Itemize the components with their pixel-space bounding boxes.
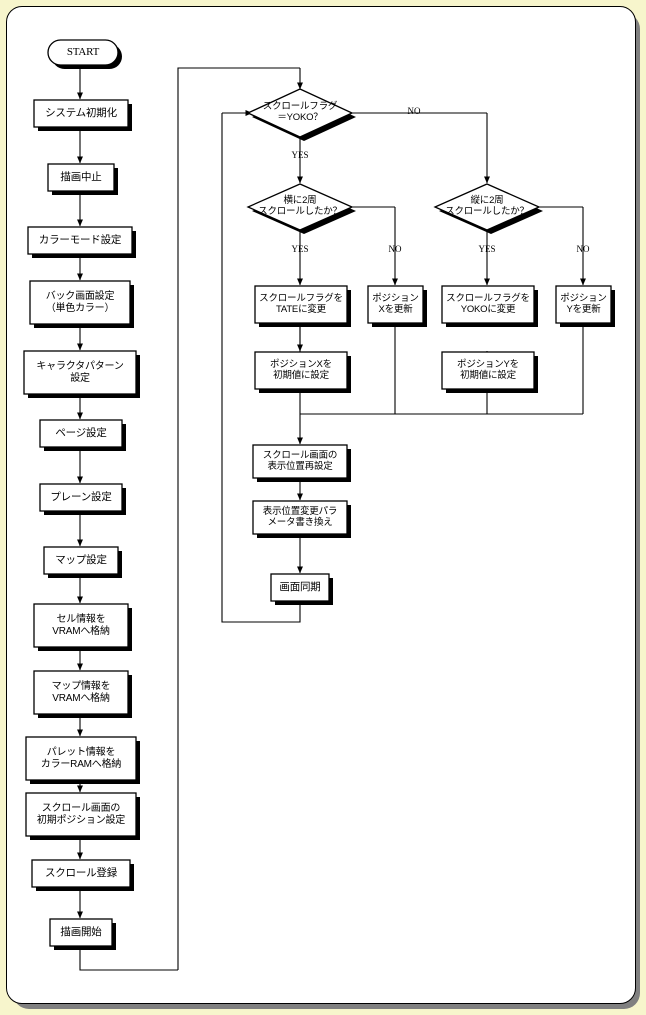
process-box <box>252 444 351 482</box>
process-box <box>47 163 118 195</box>
process-box <box>367 285 427 327</box>
decision-diamond <box>246 88 356 141</box>
process-box <box>23 350 140 398</box>
process-box <box>39 419 126 451</box>
process-box <box>27 226 136 258</box>
process-box <box>31 859 134 891</box>
process-box <box>33 603 132 651</box>
process-box <box>25 736 140 784</box>
decision-diamond <box>246 183 356 234</box>
process-box <box>254 351 351 393</box>
process-box <box>33 670 132 718</box>
process-box <box>43 546 122 578</box>
process-box <box>441 285 538 327</box>
process-box <box>254 285 351 327</box>
node-start[interactable] <box>47 39 122 69</box>
process-box <box>441 351 538 393</box>
process-box <box>25 792 140 840</box>
process-box <box>49 918 116 950</box>
process-box <box>555 285 615 327</box>
process-box <box>33 99 132 131</box>
process-box <box>39 483 126 515</box>
process-box <box>252 500 351 538</box>
process-box <box>270 573 333 605</box>
decision-diamond <box>433 183 543 234</box>
process-box <box>29 280 134 328</box>
